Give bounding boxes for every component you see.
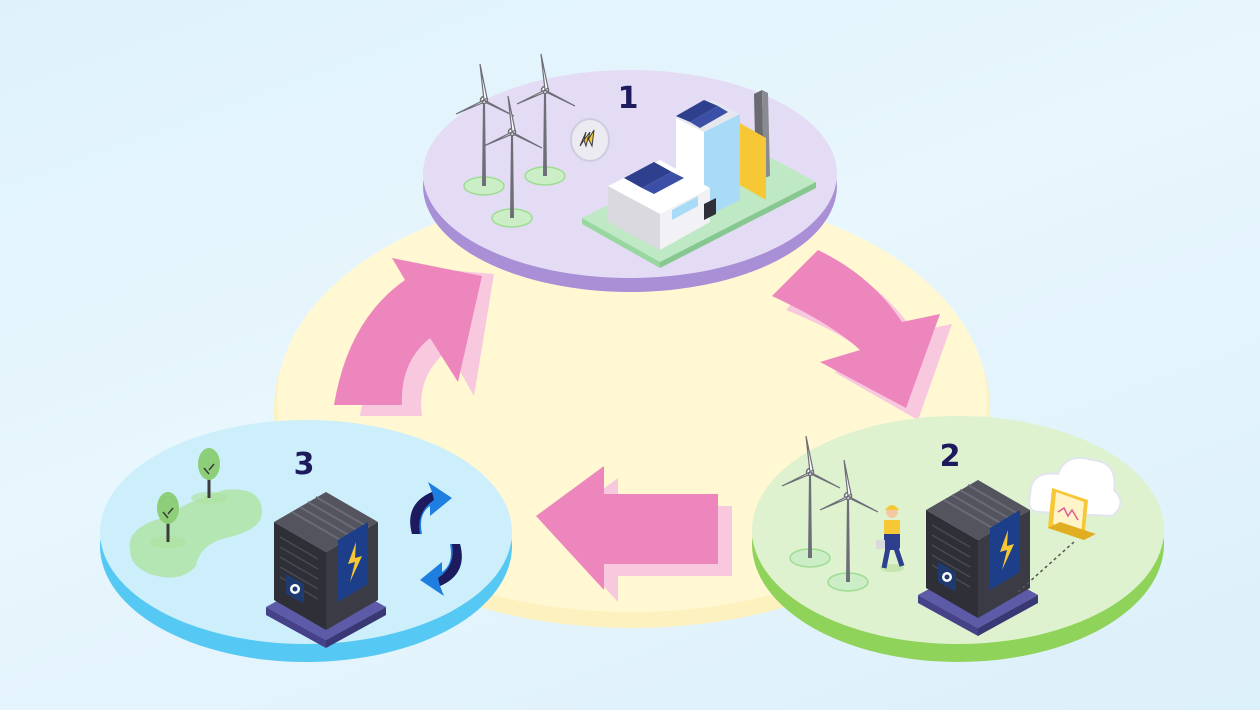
stage-1-number: 1 xyxy=(618,81,639,116)
grid-power-icon xyxy=(570,118,610,162)
stage-2-platform: 2 xyxy=(752,416,1164,662)
stage-3-platform: 3 xyxy=(100,420,512,662)
recycle-icon xyxy=(410,482,462,596)
stage-1-platform: 1 xyxy=(423,53,837,292)
arrow-2-to-3 xyxy=(536,466,732,602)
arrow-3-to-1 xyxy=(334,258,494,416)
laptop-cloud-icon xyxy=(1017,456,1122,593)
stage-3-number: 3 xyxy=(294,447,315,482)
power-plant-icon xyxy=(582,90,816,268)
arrow-1-to-2 xyxy=(772,250,952,420)
worker-icon xyxy=(876,505,905,572)
stage-2-number: 2 xyxy=(940,439,961,474)
